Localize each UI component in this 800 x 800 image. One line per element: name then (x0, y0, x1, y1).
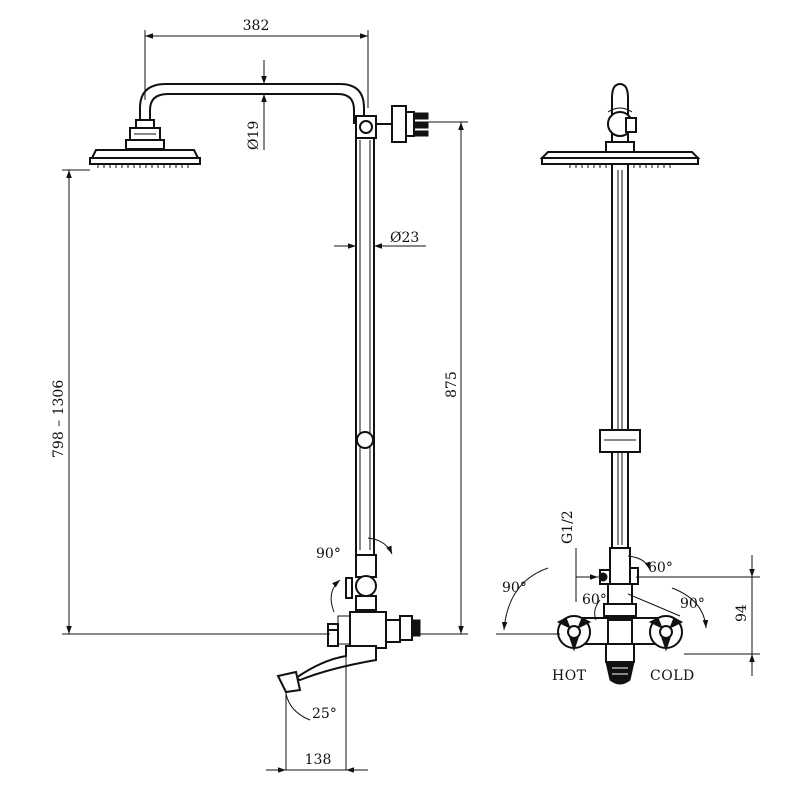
dimension-height-range: 798 – 1306 (51, 169, 330, 635)
dimension-mixer-height: 94 (684, 555, 760, 676)
side-view: 382 Ø19 Ø23 798 – 1306 875 (51, 18, 468, 773)
angle-right-label: 90° (680, 596, 705, 612)
dimension-spout-angle: 25° (285, 656, 347, 770)
side-valve-assembly (276, 554, 421, 694)
shower-head-front (539, 141, 701, 168)
wall-bracket (355, 105, 429, 143)
shower-arm (139, 83, 365, 124)
front-diverter (598, 547, 639, 617)
front-riser (611, 164, 629, 548)
dimension-spout-reach: 138 (266, 752, 368, 773)
spout-reach-label: 138 (305, 752, 332, 768)
spout-angle-label: 25° (312, 706, 337, 722)
riser-pipe (355, 124, 375, 555)
mixer-body (556, 615, 684, 685)
pipe-small-label: Ø19 (246, 121, 262, 150)
shower-head-side (89, 119, 201, 168)
bar-height-label: 875 (444, 371, 460, 398)
dimension-pipe-main: Ø23 (334, 230, 426, 249)
hot-handle (556, 615, 592, 652)
front-angle-annotations: 90° 60° 60° 90° (496, 555, 709, 635)
diverter-angle-label: 90° (316, 546, 341, 562)
pipe-main-label: Ø23 (390, 230, 419, 246)
slider-holder (599, 429, 641, 453)
arm-width-label: 382 (243, 18, 270, 34)
angle-left-inner-label: 60° (582, 592, 607, 608)
dimension-diverter-angle: 90° (316, 537, 393, 613)
thread-annotation: G1/2 (560, 510, 598, 602)
dimension-pipe-small: Ø19 (246, 60, 267, 150)
angle-left-outer-label: 90° (502, 580, 527, 596)
thread-label: G1/2 (560, 510, 576, 544)
angle-top-label: 60° (648, 560, 673, 576)
cold-label: COLD (650, 668, 695, 684)
dimension-arm-width: 382 (144, 18, 369, 108)
height-range-label: 798 – 1306 (51, 380, 67, 458)
dimension-bar-height: 875 (420, 121, 468, 635)
front-arm-top (607, 82, 637, 150)
front-view: G1/2 90° 60° 60° 90° 94 HOT COLD (496, 82, 760, 685)
mixer-height-label: 94 (734, 604, 750, 622)
cold-handle (648, 615, 684, 652)
hot-label: HOT (552, 668, 587, 684)
